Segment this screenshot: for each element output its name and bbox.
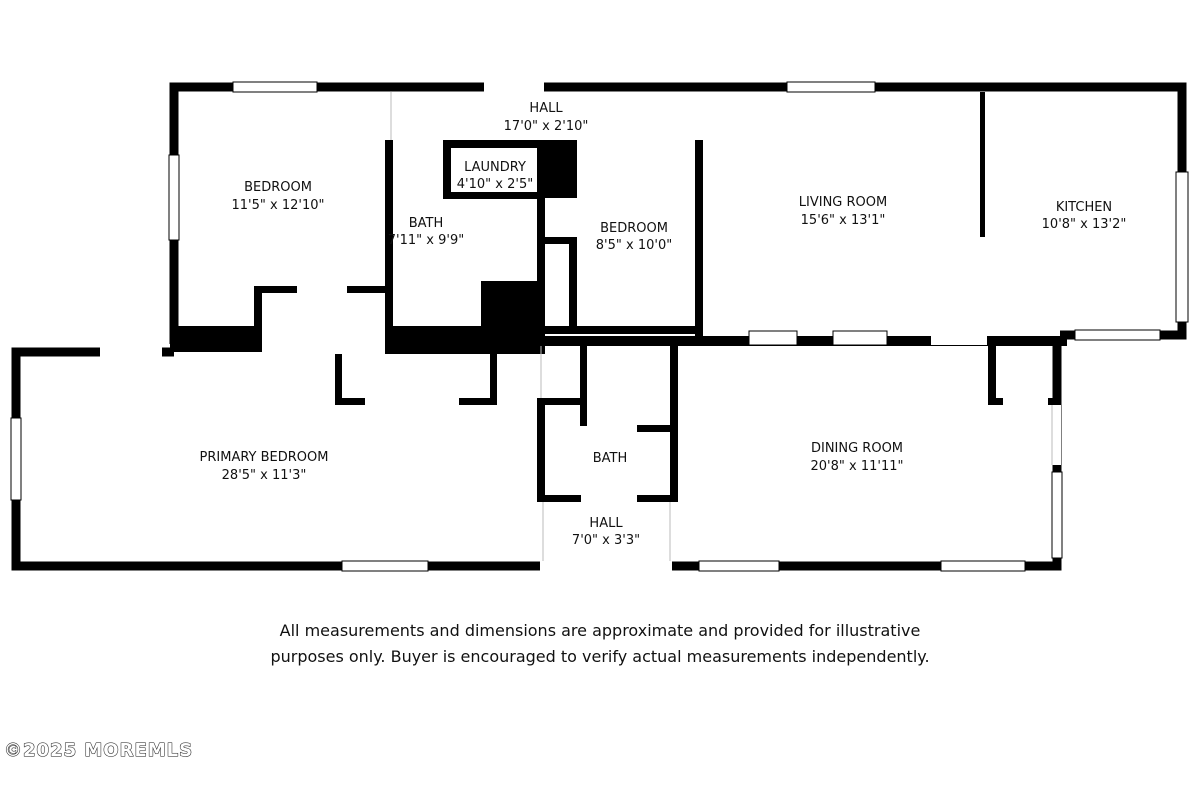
disclaimer: All measurements and dimensions are appr… [0, 618, 1200, 670]
room-dimensions: 10'8" x 13'2" [1041, 217, 1127, 232]
openings [390, 92, 1053, 561]
room-name: BEDROOM [600, 221, 668, 236]
room-dimensions: 28'5" x 11'3" [221, 468, 307, 483]
room-dimensions: 4'10" x 2'5" [456, 177, 534, 192]
disclaimer-line-1: All measurements and dimensions are appr… [279, 621, 921, 640]
room-dimensions: 15'6" x 13'1" [800, 213, 886, 228]
room-name: BEDROOM [244, 180, 312, 195]
room-name: HALL [589, 516, 623, 531]
room-name: LAUNDRY [464, 160, 526, 175]
room-dimensions: 8'5" x 10'0" [595, 238, 673, 253]
disclaimer-line-2: purposes only. Buyer is encouraged to ve… [270, 647, 930, 666]
room-name: BATH [408, 216, 444, 231]
room-dimensions: 7'0" x 3'3" [571, 533, 641, 548]
room-name: HALL [529, 101, 563, 116]
room-dimensions: 11'5" x 12'10" [231, 198, 325, 213]
room-dimensions: 17'0" x 2'10" [503, 119, 589, 134]
room-name: BATH [592, 451, 628, 466]
room-dimensions: 20'8" x 11'11" [810, 459, 904, 474]
windows [10, 81, 1189, 572]
floor-plan [10, 81, 1189, 572]
interior-walls [170, 92, 1067, 502]
room-name: DINING ROOM [810, 441, 904, 456]
room-name: KITCHEN [1055, 200, 1113, 215]
upper-wing-wall [169, 82, 1187, 344]
room-dimensions: 7'11" x 9'9" [387, 233, 465, 248]
room-name: LIVING ROOM [798, 195, 888, 210]
room-name: PRIMARY BEDROOM [199, 450, 329, 465]
watermark: ©2025 MOREMLS [3, 740, 194, 762]
